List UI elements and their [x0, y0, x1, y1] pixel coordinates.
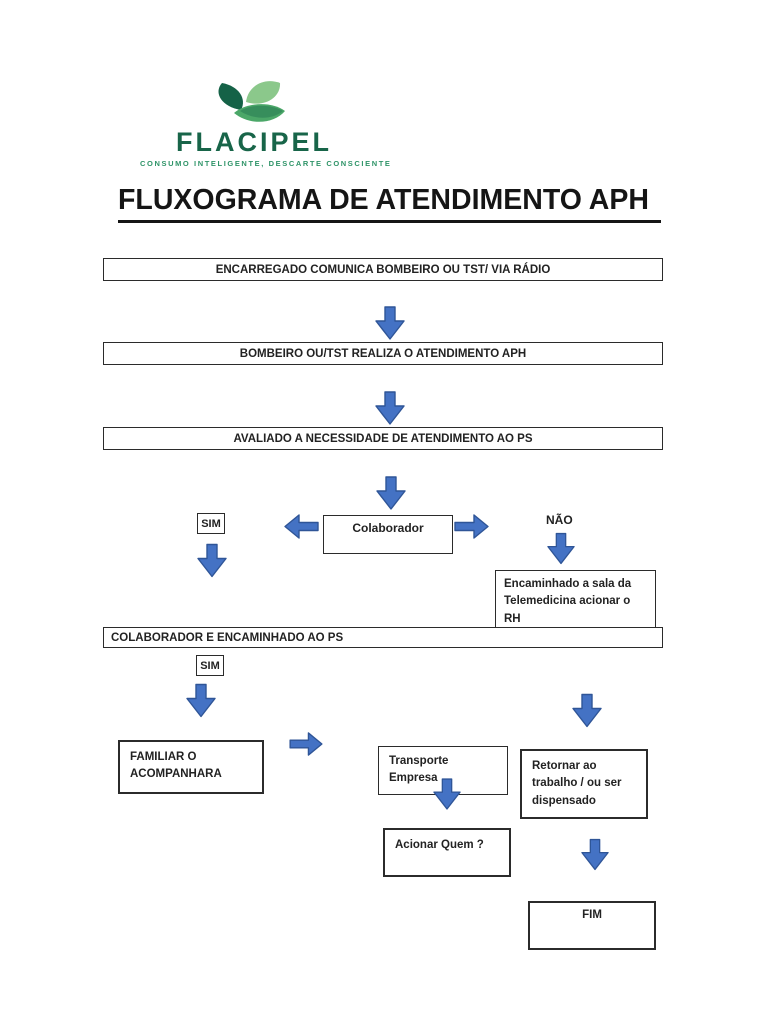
arrow-down-icon — [375, 306, 405, 340]
flow-box-sim-2: SIM — [196, 655, 224, 676]
brand-name: FLACIPEL — [176, 127, 332, 157]
flow-box-familiar-label: FAMILIAR O ACOMPANHARA — [130, 751, 222, 781]
flow-box-retornar: Retornar ao trabalho / ou ser dispensado — [520, 749, 648, 819]
arrow-right-icon — [454, 513, 490, 540]
flow-box-telemedicina: Encaminhado a sala da Telemedicina acion… — [495, 570, 656, 634]
flow-box-sim-1: SIM — [197, 513, 225, 534]
company-logo: FLACIPEL CONSUMO INTELIGENTE, DESCARTE C… — [140, 80, 392, 168]
arrow-down-icon — [375, 391, 405, 425]
flow-box-colaborador: Colaborador — [323, 515, 453, 554]
brand-tagline: CONSUMO INTELIGENTE, DESCARTE CONSCIENTE — [140, 159, 392, 168]
arrow-right-icon — [289, 731, 324, 757]
flow-box-telemedicina-label: Encaminhado a sala da Telemedicina acion… — [504, 578, 632, 625]
flow-box-acionar-label: Acionar Quem ? — [395, 839, 484, 851]
flow-box-retornar-label: Retornar ao trabalho / ou ser dispensado — [532, 760, 622, 807]
flow-box-acionar: Acionar Quem ? — [383, 828, 511, 877]
arrow-down-icon — [433, 776, 461, 812]
arrow-down-icon — [572, 693, 602, 728]
flow-box-familiar: FAMILIAR O ACOMPANHARA — [118, 740, 264, 794]
flow-box-avaliado: AVALIADO A NECESSIDADE DE ATENDIMENTO AO… — [103, 427, 663, 450]
arrow-down-icon — [581, 837, 609, 872]
flow-box-fim: FIM — [528, 901, 656, 950]
label-nao: NÃO — [546, 513, 573, 527]
arrow-down-icon — [376, 476, 406, 510]
arrow-down-icon — [186, 683, 216, 718]
arrow-down-icon — [547, 532, 575, 565]
flow-box-encaminhado-ps: COLABORADOR E ENCAMINHADO AO PS — [103, 627, 663, 648]
arrow-left-icon — [283, 513, 319, 540]
leaf-recycle-icon — [218, 81, 285, 122]
flow-box-transporte-label: Transporte Empresa — [389, 755, 449, 785]
page-title: FLUXOGRAMA DE ATENDIMENTO APH — [118, 184, 661, 223]
flow-box-encarregado: ENCARREGADO COMUNICA BOMBEIRO OU TST/ VI… — [103, 258, 663, 281]
arrow-down-icon — [197, 543, 227, 578]
flow-box-bombeiro: BOMBEIRO OU/TST REALIZA O ATENDIMENTO AP… — [103, 342, 663, 365]
